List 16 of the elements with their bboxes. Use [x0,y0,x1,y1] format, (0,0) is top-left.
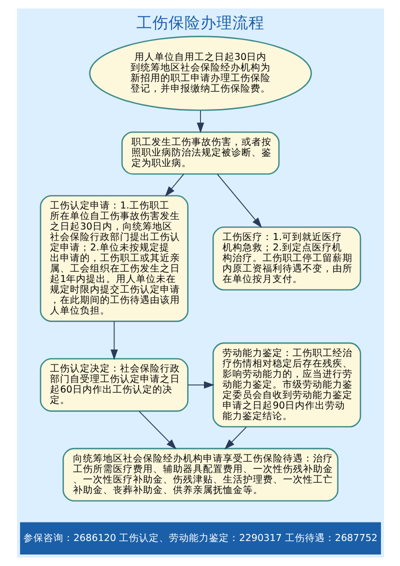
arrow [216,174,262,228]
node-box: 劳动能力鉴定：工伤职工经治疗伤情相对稳定后存在残疾、影响劳动能力的，应当进行劳动能力鉴定。市级劳动能力鉴定委员会自收到劳动能力鉴定申请之日起90日内作出劳动能力鉴定结论。 [212,342,361,428]
node-box: 工伤医疗：1.可到就近医疗机构急救；2.到定点医疗机构治疗。工伤职工停工留薪期内原工资福利待遇不变，由所在单位按月支付。 [212,226,361,291]
node-ellipse: 用人单位自用工之日起30日内到统筹地区社会保险经办机构为新招用的职工申请办理工伤保险登记，并申报缴纳工伤保险费。 [88,36,312,111]
arrow [138,410,176,450]
arrow [196,110,204,134]
node-box: 工伤认定决定：社会保险行政部门自受理工伤认定申请之日起60日内作出工伤认定的决定。 [39,358,188,412]
label: 参保咨询：2686120 工伤认定、劳动能力鉴定：2290317 工伤待遇：2687752 [22,532,378,544]
diagram-title: 工伤保险办理流程 [136,12,264,32]
node-box: 职工发生工伤事故伤害，或者按照职业病防治法规定被诊断、鉴定为职业病。 [120,131,280,175]
arrow [224,426,246,450]
arrow [164,174,184,197]
node-box: 向统筹地区社会保险经办机构申请享受工伤保险待遇：治疗工伤所需医疗费用、辅助器具配置费用、一次性伤残补助金、一次性医疗补助金、伤残津贴、生活护理费、一次性工亡补助金、丧葬补助金、供养亲属抚恤金等。 [62,448,338,502]
arrow [110,320,118,360]
node-box: 工伤认定申请：1.工伤职工所在单位自工伤事故伤害发生之日起30日内，向统筹地区社会保险行政部门提出工伤认定申请；2.单位未按规定提出申请的，工伤职工或其近亲属、工会组织在工伤发生之日起1年内提出。用人单位未在规定时限内提交工伤认定申请，在此期间的工伤待遇由该用人单位负担。 [39,195,188,322]
arrow [187,381,214,389]
